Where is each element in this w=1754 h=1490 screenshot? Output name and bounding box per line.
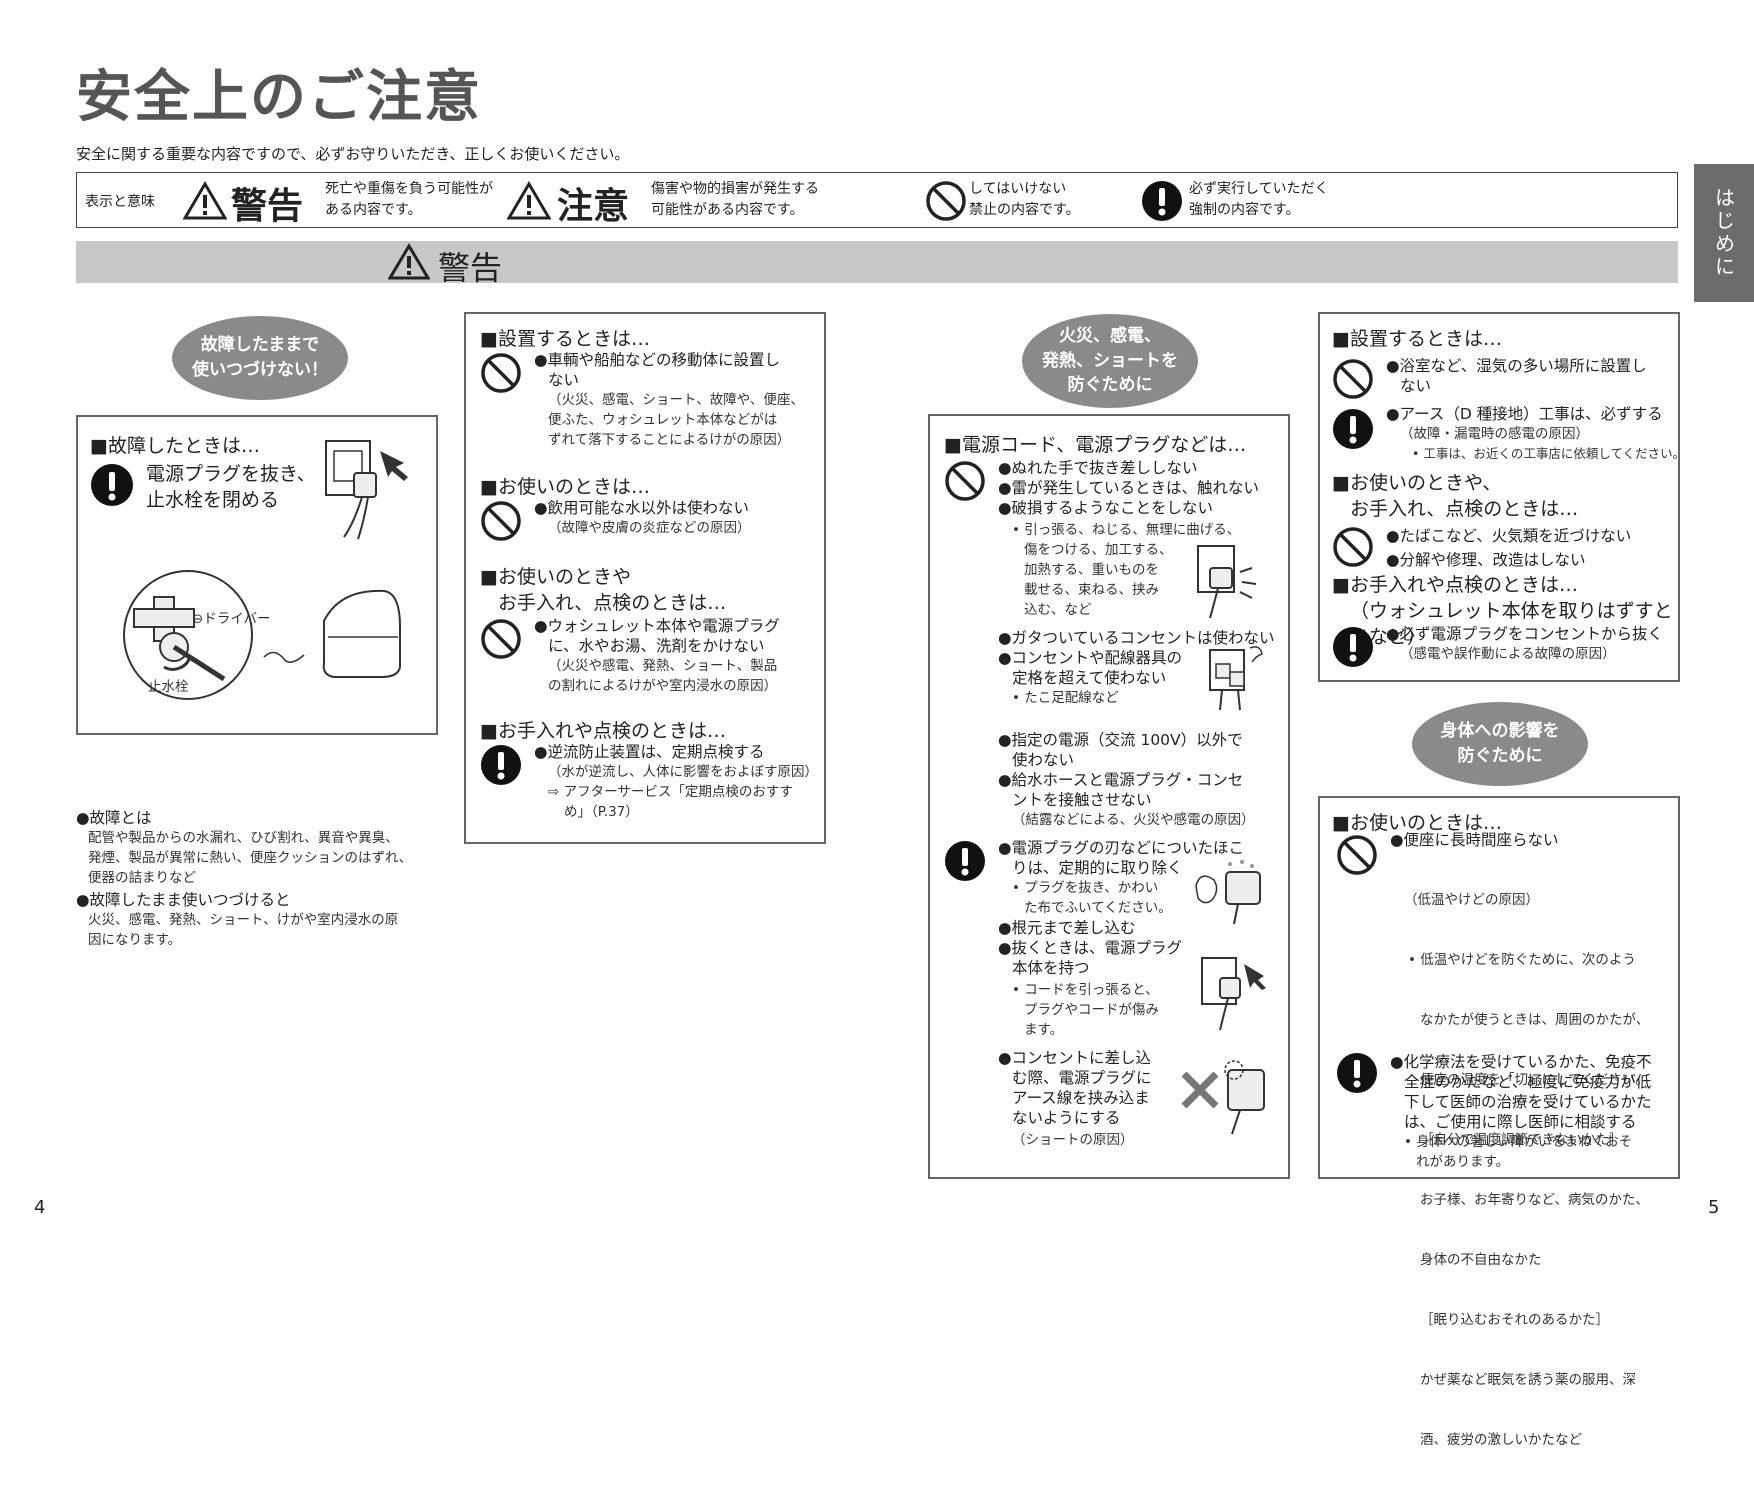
prohibition-icon <box>945 461 985 501</box>
col2-s2-text: ●飲用可能な水以外は使わない <box>534 499 750 517</box>
col3-mandatory-note1: • プラグを抜き、かわいた布でふいてください。 <box>1012 880 1172 916</box>
warning-bar-label: 警告 <box>438 249 503 287</box>
col3-oval: 火災、感電、発熱、ショートを防ぐために <box>1022 314 1198 408</box>
prohibition-icon <box>926 181 966 221</box>
col3-mandatory-note2: • コードを引っ張ると、プラグやコードが傷みます。 <box>1012 982 1159 1038</box>
mandatory-icon <box>1337 1053 1377 1093</box>
col3-mandatory-note3: （ショートの原因） <box>1012 1132 1134 1148</box>
col3-prohibit-list: ●ぬれた手で抜き差ししない●雷が発生しているときは、触れない●破損するようなこと… <box>998 459 1260 517</box>
col2-section3-heading: ■お使いのときやお手入れ、点検のときは… <box>480 566 727 614</box>
legend-prohibit-desc: してはいけない禁止の内容です。 <box>969 181 1080 218</box>
legend-label: 表示と意味 <box>85 194 155 210</box>
col4-oval: 身体への影響を防ぐために <box>1412 702 1588 786</box>
prohibition-icon <box>1333 527 1373 567</box>
prohibition-icon <box>481 619 521 659</box>
page-number-right: 5 <box>1708 1197 1720 1218</box>
col1-oval: 故障したままで使いつづけない！ <box>172 316 348 400</box>
col2-box: ■設置するときは… ●車輌や船舶などの移動体に設置しない （火災、感電、ショート… <box>464 312 826 844</box>
col4-s4-mandatory-note: • 身体への著しい障がいをまねくおそれがあります。 <box>1404 1134 1633 1170</box>
earth-wire-pinch-illustration <box>1181 1060 1265 1135</box>
mandatory-icon <box>945 841 985 881</box>
col2-s3-text: ●ウォシュレット本体や電源プラグに、水やお湯、洗剤をかけない <box>534 617 780 655</box>
col3-mandatory-list: ●電源プラグの刃などについたほこりは、定期的に取り除く <box>998 839 1245 877</box>
legend-warn-word: 警告 <box>231 186 304 227</box>
col3-prohibit-note3: （結露などによる、火災や感電の原因） <box>1012 812 1255 828</box>
page-number-left: 4 <box>34 1197 46 1218</box>
octopus-wiring-illustration <box>1209 646 1263 711</box>
prohibition-icon <box>481 353 521 393</box>
prohibition-icon <box>1337 835 1377 875</box>
col4-section2-heading: ■お使いのときや、お手入れ、点検のときは… <box>1332 472 1579 520</box>
col3-mandatory-list3: ●コンセントに差し込む際、電源プラグにアース線を挟み込まないようにする <box>998 1049 1152 1127</box>
col4-s4-mandatory: ●化学療法を受けているかた、免疫不全症のかたなど、極度に免疫力が低下して医師の治… <box>1390 1053 1652 1131</box>
mandatory-icon <box>1142 181 1182 221</box>
prohibition-icon <box>481 501 521 541</box>
col3-prohibit-note2: • たこ足配線など <box>1012 690 1119 706</box>
pull-plug-illustration <box>1201 957 1266 1031</box>
col3-prohibit-list2: ●ガタついているコンセントは使わない●コンセントや配線器具の定格を超えて使わない <box>998 629 1275 687</box>
col4-s2-prohibit: ●たばこなど、火気類を近づけない●分解や修理、改造はしない <box>1386 527 1632 569</box>
legend-warn-desc: 死亡や重傷を負う可能性がある内容です。 <box>325 181 493 218</box>
col2-section4-heading: ■お手入れや点検のときは… <box>480 720 726 742</box>
mandatory-icon <box>1333 627 1373 667</box>
col4-s1-prohibit: ●浴室など、湿気の多い場所に設置しない <box>1386 357 1647 395</box>
col3-box: ■電源コード、電源プラグなどは… ●ぬれた手で抜き差ししない●雷が発生していると… <box>928 414 1290 1179</box>
col2-s4-text: ●逆流防止装置は、定期点検する <box>534 743 765 761</box>
col4-section1-heading: ■設置するときは… <box>1332 328 1502 350</box>
col4-s4-prohibit: ●便座に長時間座らない <box>1390 831 1559 849</box>
legend-caution-desc: 傷害や物的損害が発生する可能性がある内容です。 <box>651 181 819 218</box>
legend-box: 表示と意味 警告 死亡や重傷を負う可能性がある内容です。 注意 傷害や物的損害が… <box>76 172 1678 228</box>
col2-section2-heading: ■お使いのときは… <box>480 476 650 498</box>
col4-s1-note: （故障・漏電時の感電の原因）• 工事は、お近くの工事店に依頼してください。 <box>1400 426 1686 461</box>
warning-triangle-icon <box>183 181 227 220</box>
col3-box-heading: ■電源コード、電源プラグなどは… <box>944 434 1247 456</box>
col3-prohibit-note1: • 引っ張る、ねじる、無理に曲げる、傷をつける、加工する、加熱する、重いものを載… <box>1012 522 1241 618</box>
col2-s2-note: （故障や皮膚の炎症などの原因） <box>548 520 751 536</box>
damaged-plug-illustration <box>1197 545 1257 619</box>
col1-box: ■故障したときは… 電源プラグを抜き、止水栓を閉める ⊖ドライバー 止水栓 <box>76 415 438 735</box>
page-title: 安全上のご注意 <box>76 65 482 130</box>
col1-figure-valve-label: 止水栓 <box>148 679 189 695</box>
col1-notes: ●故障とは 配管や製品からの水漏れ、ひび割れ、異音や異臭、 発煙、製品が異常に熱… <box>76 809 413 948</box>
mandatory-icon <box>481 745 521 785</box>
legend-caution-word: 注意 <box>557 186 630 227</box>
col2-section1-heading: ■設置するときは… <box>480 328 650 350</box>
plug-outlet-illustration <box>325 440 408 540</box>
col2-s4-note: （水が逆流し、人体に影響をおよぼす原因）⇨ アフターサービス「定期点検のおすすめ… <box>548 764 818 820</box>
col3-prohibit-list3: ●指定の電源（交流 100V）以外で使わない●給水ホースと電源プラグ・コンセント… <box>998 731 1244 809</box>
legend-mandatory-desc: 必ず実行していただく強制の内容です。 <box>1189 181 1329 218</box>
col2-s1-note: （火災、感電、ショート、故障や、便座、便ふた、ウォシュレット本体などがはずれて落… <box>548 392 804 448</box>
warning-bar: 警告 <box>76 241 1678 287</box>
dusty-plug-illustration <box>1195 860 1261 925</box>
col1-mandatory-text: 電源プラグを抜き、止水栓を閉める <box>146 463 316 511</box>
col2-s3-note: （火災や感電、発熱、ショート、製品の割れによるけがや室内浸水の原因） <box>548 658 778 694</box>
col4-s3-note: （感電や誤作動による故障の原因） <box>1400 646 1616 662</box>
mandatory-icon <box>1333 409 1373 449</box>
col4-s1-mandatory: ●アース（D 種接地）工事は、必ずする <box>1386 405 1663 423</box>
col2-s1-text: ●車輌や船舶などの移動体に設置しない <box>534 351 781 389</box>
col4-section4-heading: ■お使いのときは… <box>1332 812 1502 834</box>
shutoff-valve-illustration <box>123 570 401 700</box>
side-tab[interactable]: はじめに <box>1694 164 1754 302</box>
col1-figure-driver-label: ⊖ドライバー <box>192 611 271 627</box>
warning-triangle-icon <box>388 243 430 280</box>
intro-text: 安全に関する重要な内容ですので、必ずお守りいただき、正しくお使いください。 <box>76 145 630 163</box>
col4-box2: ■お使いのときは… ●便座に長時間座らない （低温やけどの原因） • 低温やけど… <box>1318 796 1680 1448</box>
col3-mandatory-list2: ●根元まで差し込む●抜くときは、電源プラグ本体を持つ <box>998 919 1183 977</box>
col4-box1: ■設置するときは… ●浴室など、湿気の多い場所に設置しない ●アース（D 種接地… <box>1318 312 1685 682</box>
mandatory-icon <box>91 464 133 506</box>
caution-triangle-icon <box>507 181 551 220</box>
prohibition-icon <box>1333 359 1373 399</box>
col4-s3-mandatory: ●必ず電源プラグをコンセントから抜く <box>1386 625 1664 643</box>
col1-box-heading: ■故障したときは… <box>90 435 260 457</box>
